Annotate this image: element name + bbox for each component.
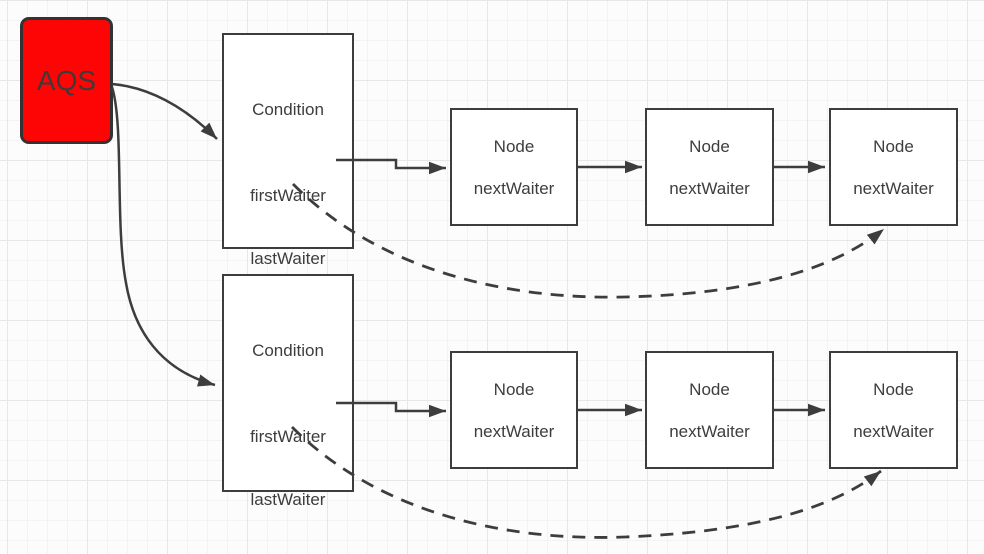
condition-title: Condition bbox=[252, 341, 324, 360]
node-field-nextwaiter: nextWaiter bbox=[473, 422, 555, 441]
aqs-box: AQS bbox=[20, 17, 113, 144]
node-title: Node bbox=[689, 380, 730, 399]
node-box-r2-n1: Node nextWaiter bbox=[450, 351, 578, 469]
node-box-r2-n3: Node nextWaiter bbox=[829, 351, 958, 469]
node-field-nextwaiter: nextWaiter bbox=[669, 179, 750, 198]
condition-field-firstwaiter: firstWaiter bbox=[250, 186, 326, 205]
node-title: Node bbox=[493, 380, 535, 399]
node-field-nextwaiter: nextWaiter bbox=[853, 179, 934, 198]
node-title: Node bbox=[873, 380, 914, 399]
node-title: Node bbox=[689, 137, 730, 156]
node-field-nextwaiter: nextWaiter bbox=[473, 179, 555, 198]
dashed-arrow-lastwaiter-to-node3-r1 bbox=[292, 183, 885, 299]
condition-field-lastwaiter: lastWaiter bbox=[250, 249, 326, 268]
node-field-nextwaiter: nextWaiter bbox=[669, 422, 750, 441]
node-box-r1-n3: Node nextWaiter bbox=[829, 108, 958, 226]
dashed-arrow-lastwaiter-to-node3-r2 bbox=[291, 426, 882, 539]
arrow-aqs-to-condition-1 bbox=[111, 82, 218, 140]
condition-title: Condition bbox=[252, 100, 324, 119]
node-title: Node bbox=[873, 137, 914, 156]
node-title: Node bbox=[493, 137, 535, 156]
condition-field-firstwaiter: firstWaiter bbox=[250, 427, 326, 446]
node-field-nextwaiter: nextWaiter bbox=[853, 422, 934, 441]
condition-field-lastwaiter: lastWaiter bbox=[250, 490, 326, 509]
condition-fields: firstWaiter lastWaiter bbox=[224, 384, 352, 552]
arrow-aqs-to-condition-2 bbox=[110, 86, 216, 387]
condition-box-1: Condition firstWaiter lastWaiter bbox=[222, 33, 354, 268]
node-box-r1-n2: Node nextWaiter bbox=[645, 108, 774, 226]
node-box-r1-n1: Node nextWaiter bbox=[450, 108, 578, 226]
condition-box-2: Condition firstWaiter lastWaiter bbox=[222, 274, 354, 509]
node-box-r2-n2: Node nextWaiter bbox=[645, 351, 774, 469]
aqs-label: AQS bbox=[36, 64, 97, 96]
